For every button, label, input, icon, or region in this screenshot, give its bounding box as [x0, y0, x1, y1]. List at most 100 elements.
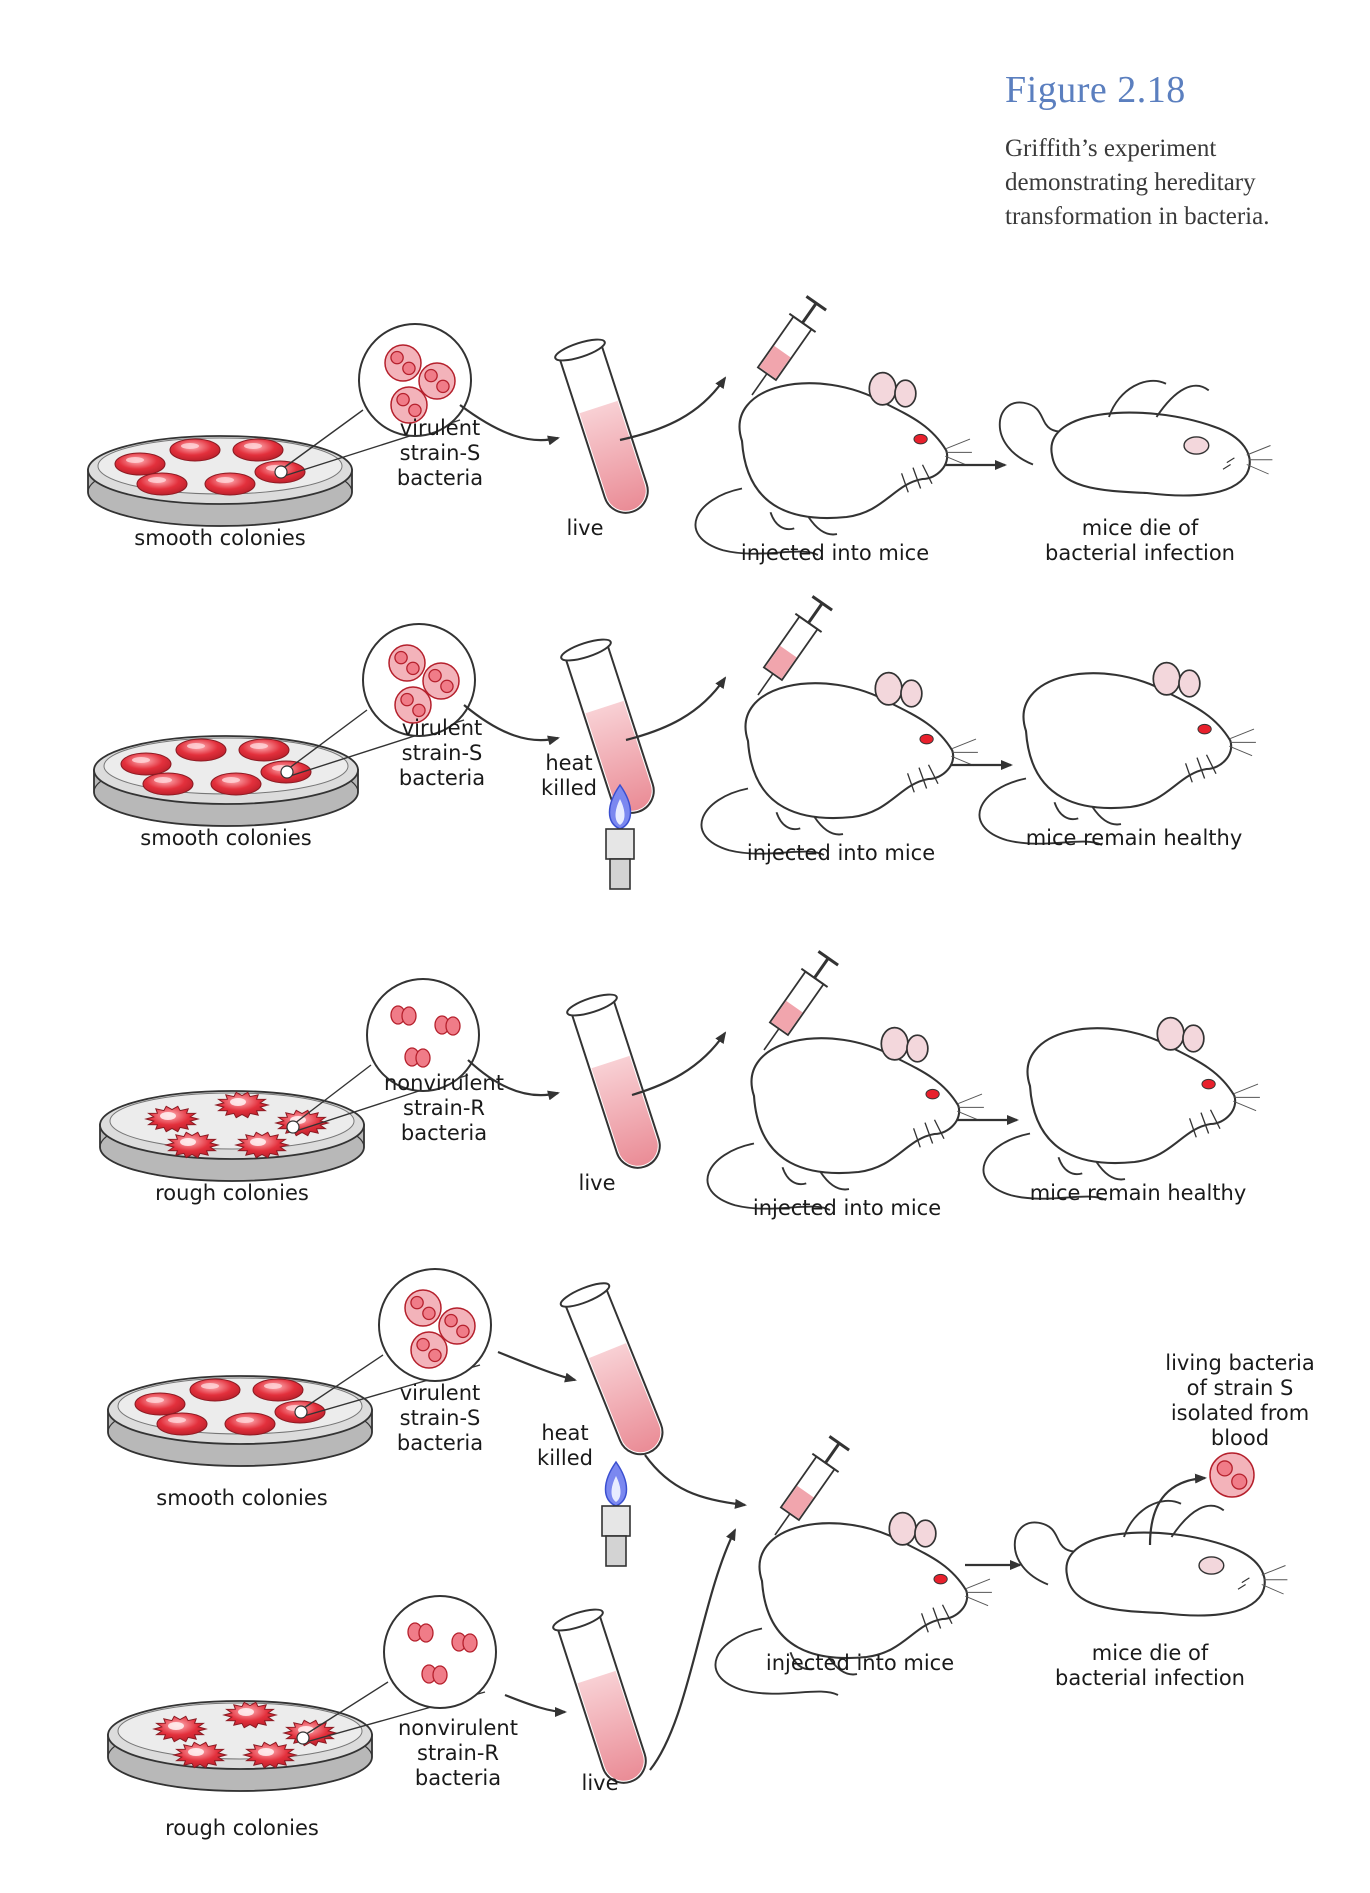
mouse-eye — [913, 433, 928, 445]
capsule-cell — [422, 662, 460, 700]
outcome-label-line: mice die of — [1092, 1641, 1209, 1665]
capsule-cell — [388, 644, 426, 682]
smooth-colony — [169, 438, 221, 462]
mouse-ear — [874, 671, 903, 706]
bunsen-burner-icon — [601, 1460, 631, 1567]
mouse-eye — [1201, 1078, 1216, 1090]
mouse-ear — [888, 1511, 917, 1546]
dish-label: rough colonies — [155, 1181, 309, 1205]
culture-liquid — [577, 1670, 644, 1781]
dead-mouse-icon — [998, 379, 1273, 497]
dish-label: rough colonies — [165, 1816, 319, 1840]
outcome-label: mice remain healthy — [1030, 1181, 1247, 1205]
tube-label-line: killed — [541, 776, 597, 800]
petri-dish-icon — [87, 435, 353, 527]
test-tube-icon — [559, 1282, 664, 1456]
figure-title: Figure 2.18 — [1005, 69, 1186, 111]
capsule-cell — [1209, 1452, 1255, 1498]
dish-label: smooth colonies — [156, 1486, 327, 1510]
mouse-ear — [880, 1026, 909, 1061]
flow-arrow — [463, 704, 560, 746]
smooth-colony — [120, 752, 172, 776]
smooth-colony — [134, 1392, 186, 1416]
bunsen-burner-icon — [605, 783, 635, 890]
tube-label: live — [578, 1171, 615, 1195]
syringe-icon — [763, 950, 839, 1051]
flow-arrow — [459, 404, 560, 446]
petri-dish-icon — [107, 1375, 373, 1467]
magnifier-circle-icon — [296, 1595, 497, 1745]
smooth-colony — [238, 738, 290, 762]
isolated-label-line: living bacteria — [1165, 1351, 1314, 1375]
test-tube-icon — [554, 338, 649, 514]
flow-arrow — [644, 1454, 747, 1509]
petri-dish-icon — [93, 735, 359, 827]
strain-label-line: nonvirulent — [398, 1716, 518, 1740]
mouse-eye — [933, 1573, 948, 1585]
culture-liquid — [585, 700, 652, 811]
mouse-icon — [700, 671, 978, 856]
capsule-cell — [438, 1307, 476, 1345]
mouse-icon — [714, 1511, 992, 1696]
strain-label-line: virulent — [400, 416, 481, 440]
injection-label: injected into mice — [766, 1651, 954, 1675]
strain-label-line: strain-R — [403, 1096, 485, 1120]
magnifier-circle-icon — [286, 978, 480, 1134]
strain-label-line: bacteria — [397, 466, 483, 490]
tube-label-line: heat — [541, 1421, 588, 1445]
strain-label-line: strain-S — [400, 441, 481, 465]
syringe-icon — [757, 595, 833, 696]
dish-label: smooth colonies — [134, 526, 305, 550]
capsule-cell — [404, 1289, 442, 1327]
capsule-cell — [410, 1331, 448, 1369]
mouse-icon — [706, 1026, 984, 1211]
strain-label-line: bacteria — [399, 766, 485, 790]
mouse-ear — [1198, 1556, 1225, 1575]
isolated-label-line: blood — [1211, 1426, 1269, 1450]
petri-dish-icon — [99, 1090, 365, 1182]
strain-label-line: bacteria — [401, 1121, 487, 1145]
smooth-colony — [224, 1412, 276, 1436]
culture-liquid — [588, 1343, 661, 1453]
outcome-label-line: mice die of — [1082, 516, 1199, 540]
outcome-label: mice remain healthy — [1026, 826, 1243, 850]
strain-label-line: bacteria — [397, 1431, 483, 1455]
mouse-ear — [1183, 436, 1210, 455]
flow-arrow — [504, 1693, 567, 1717]
mouse-icon — [982, 1016, 1260, 1201]
syringe-icon — [774, 1435, 850, 1536]
mouse-eye — [919, 733, 934, 745]
tube-label-line: killed — [537, 1446, 593, 1470]
test-tube-icon — [566, 993, 661, 1169]
flow-arrow — [619, 376, 727, 442]
smooth-colony — [232, 438, 284, 462]
smooth-colony — [142, 772, 194, 796]
flow-arrow — [497, 1350, 577, 1383]
capsule-cell — [384, 344, 422, 382]
strain-label-line: strain-S — [402, 741, 483, 765]
tube-label: live — [566, 516, 603, 540]
tube-label-line: live — [581, 1771, 618, 1795]
strain-label-line: bacteria — [415, 1766, 501, 1790]
strain-label-line: nonvirulent — [384, 1071, 504, 1095]
test-tube-icon — [560, 638, 655, 814]
isolated-label-line: of strain S — [1187, 1376, 1294, 1400]
caption-line: demonstrating hereditary — [1005, 169, 1256, 196]
figure-caption: Griffith’s experiment demonstrating here… — [1005, 132, 1345, 234]
outcome-label-line: bacterial infection — [1045, 541, 1235, 565]
capsule-cell — [418, 362, 456, 400]
smooth-colony — [114, 452, 166, 476]
smooth-colony — [210, 772, 262, 796]
magnifier-circle-icon — [294, 1268, 492, 1419]
smooth-colony — [156, 1412, 208, 1436]
strain-label-line: virulent — [402, 716, 483, 740]
flow-arrow — [631, 1031, 727, 1097]
outcome-label-line: bacterial infection — [1055, 1666, 1245, 1690]
